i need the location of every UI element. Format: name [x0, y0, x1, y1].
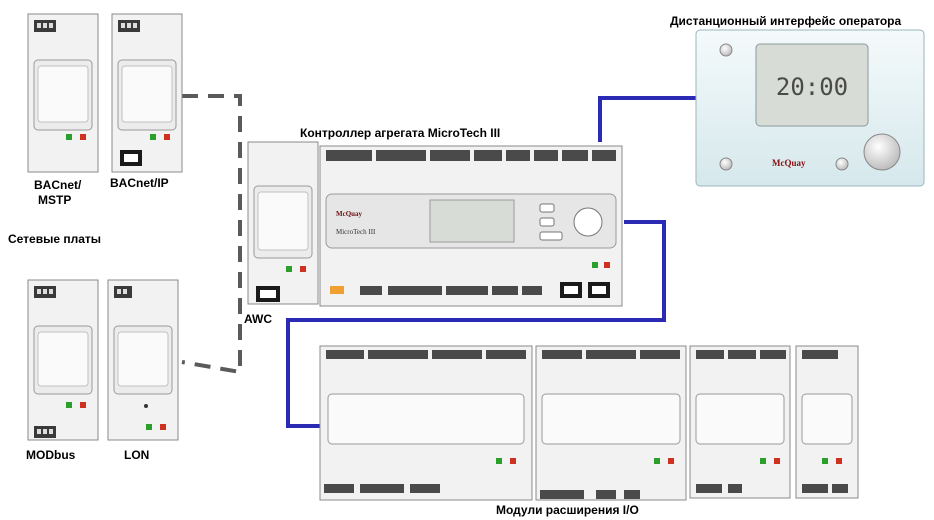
awc-module	[247, 141, 319, 305]
bacnet-mstp-label-line1: BACnet/	[34, 178, 82, 192]
hmi-time-display: 20:00	[776, 73, 848, 101]
remote-hmi-label: Дистанционный интерфейс оператора	[670, 14, 902, 28]
unit-controller: McQuay MicroTech III	[319, 145, 623, 307]
controller-model: MicroTech III	[336, 228, 376, 236]
modbus-label: MODbus	[26, 448, 76, 462]
network-boards-label: Сетевые платы	[8, 232, 102, 246]
io-module-3	[689, 345, 791, 499]
controller-top-terminals	[326, 150, 616, 161]
io-module-4	[795, 345, 859, 499]
blue-link-controller-io	[286, 220, 666, 428]
bacnet-ip-module	[111, 13, 183, 173]
bacnet-ip-label: BACnet/IP	[110, 176, 169, 190]
io-modules-label: Модули расширения I/O	[496, 503, 639, 517]
lon-module	[107, 279, 179, 441]
controller-bottom-terminals	[360, 286, 542, 295]
io-module-2	[535, 345, 687, 501]
remote-hmi-device: 20:00 McQuay	[695, 29, 925, 187]
blue-link-controller-hmi	[598, 96, 702, 142]
bacnet-mstp-label-line2: MSTP	[38, 193, 72, 207]
lon-label: LON	[124, 448, 150, 462]
unit-controller-label: Контроллер агрегата MicroTech III	[300, 126, 501, 140]
modbus-module	[27, 279, 99, 441]
controller-brand: McQuay	[336, 210, 363, 218]
awc-label: AWC	[244, 312, 272, 326]
io-module-1	[319, 345, 533, 501]
bacnet-mstp-module	[27, 13, 99, 173]
dashed-network-link	[181, 94, 242, 375]
hmi-brand: McQuay	[772, 158, 806, 168]
